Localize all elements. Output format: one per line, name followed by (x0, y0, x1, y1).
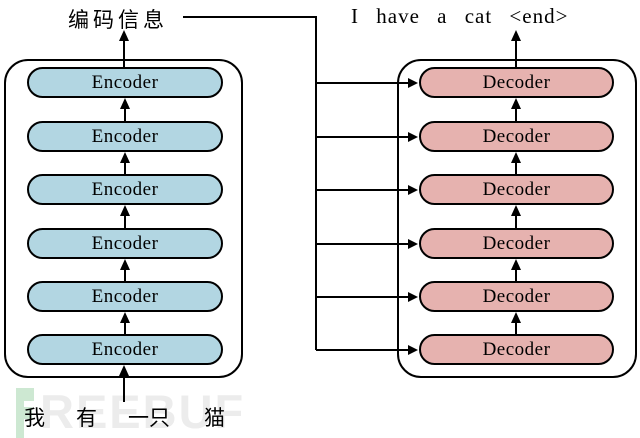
encoder-block: Encoder (27, 121, 223, 152)
encoder-block: Encoder (27, 67, 223, 98)
decoder-interblock-arrowhead (511, 152, 521, 163)
encoder-block: Encoder (27, 228, 223, 259)
encoder-interblock-arrowhead (120, 259, 130, 270)
encoder-interblock-arrowhead (120, 152, 130, 163)
encoder-output-arrowhead (119, 30, 129, 41)
watermark: REEBUF (16, 388, 245, 438)
encoder-interblock-arrowhead (120, 312, 130, 323)
decoder-block: Decoder (419, 228, 614, 259)
decoder-interblock-arrowhead (511, 259, 521, 270)
input-token: 猫 (204, 407, 225, 430)
branch-arrowhead (408, 78, 418, 88)
encoder-block: Encoder (27, 281, 223, 312)
encoder-interblock-arrowhead (120, 205, 130, 216)
decoder-block: Decoder (419, 281, 614, 312)
branch-arrowhead (408, 239, 418, 249)
freebuf-logo-shape (16, 388, 34, 438)
decoder-output-arrowhead (511, 30, 521, 41)
encoder-block: Encoder (27, 334, 223, 365)
branch-arrowhead (408, 185, 418, 195)
freebuf-logo-icon (16, 388, 34, 438)
encoded-info-trunk-line (183, 16, 317, 350)
encoded-info-label: 编码信息 (68, 9, 168, 32)
encoder-block: Encoder (27, 174, 223, 205)
branch-arrowhead (408, 292, 418, 302)
decoder-block: Decoder (419, 121, 614, 152)
encoder-input-arrowhead (119, 365, 129, 376)
decoder-output-sentence: I have a cat <end> (351, 4, 569, 28)
input-token: 有 (76, 407, 97, 430)
watermark-text: REEBUF (40, 385, 246, 438)
decoder-block: Decoder (419, 67, 614, 98)
decoder-interblock-arrowhead (511, 205, 521, 216)
branch-arrowhead (408, 132, 418, 142)
encoder-stack-container (4, 59, 243, 378)
branch-arrowhead (408, 345, 418, 355)
decoder-block: Decoder (419, 334, 614, 365)
input-token: 一只 (128, 407, 170, 430)
input-token: 我 (24, 407, 45, 430)
decoder-interblock-arrowhead (511, 312, 521, 323)
decoder-block: Decoder (419, 174, 614, 205)
decoder-interblock-arrowhead (511, 98, 521, 109)
encoder-interblock-arrowhead (120, 98, 130, 109)
